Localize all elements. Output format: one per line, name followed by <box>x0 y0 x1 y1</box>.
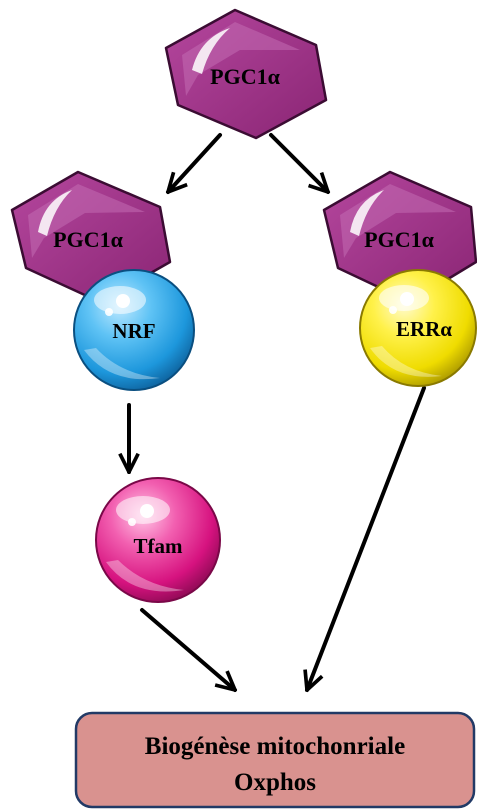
node-nrf: NRF <box>73 269 195 391</box>
node-pgc1a-right: PGC1α <box>322 170 477 304</box>
outcome-line1: Biogénèse mitochonriale <box>145 733 405 760</box>
node-erra: ERRα <box>359 269 477 387</box>
pgc1a-left-label: PGC1α <box>53 227 123 252</box>
edge-erra-to-outcome <box>307 386 426 690</box>
node-tfam: Tfam <box>95 477 221 603</box>
pgc1a-top-label: PGC1α <box>210 64 280 89</box>
erra-label: ERRα <box>396 317 452 341</box>
edge-tfam-to-outcome <box>140 608 235 690</box>
edge-pgc1a-top-to-right <box>269 133 328 192</box>
node-pgc1a-top: PGC1α <box>164 8 328 140</box>
outcome-line2: Oxphos <box>234 769 316 796</box>
pgc1a-right-label: PGC1α <box>364 227 434 252</box>
tfam-label: Tfam <box>134 534 184 558</box>
edge-pgc1a-top-to-left <box>168 133 222 192</box>
nrf-label: NRF <box>112 319 155 343</box>
node-outcome-box: Biogénèse mitochonriale Oxphos <box>74 711 476 809</box>
